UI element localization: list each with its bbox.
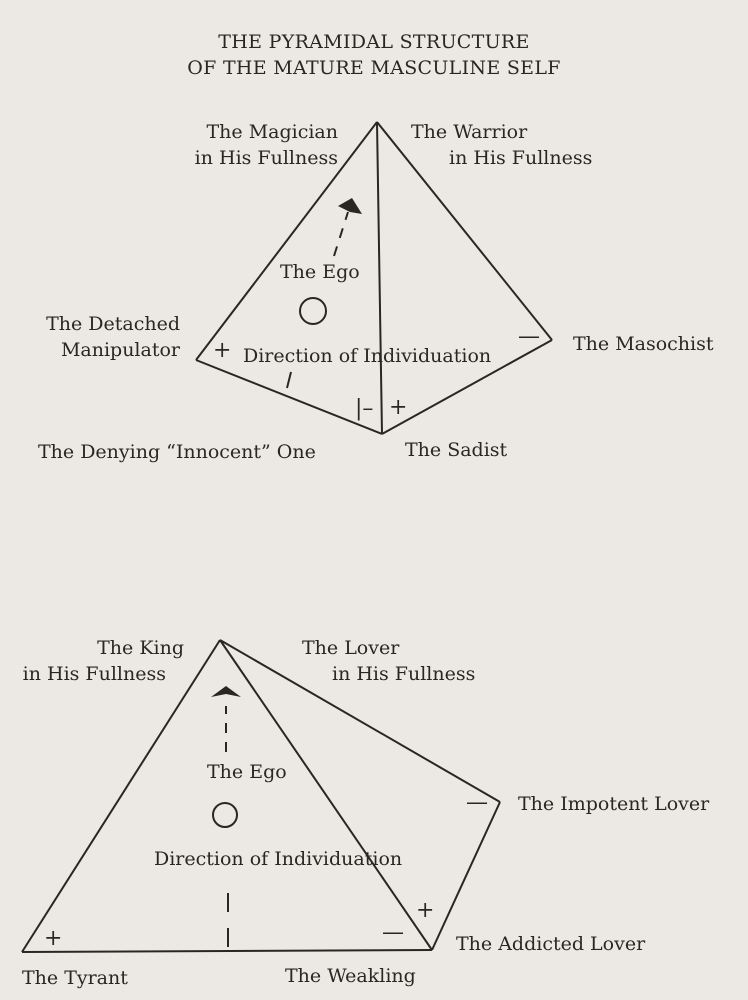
bottom-apex-left-label: The King in His Fullness bbox=[22, 637, 184, 685]
bottom-bottom-right-label: The Addicted Lover bbox=[456, 933, 646, 955]
top-apex-right-label: The Warrior in His Fullness bbox=[411, 121, 593, 169]
bottom-ego-label: The Ego bbox=[207, 761, 287, 783]
bottom-direction-label: Direction of Individuation bbox=[154, 848, 403, 870]
top-individuation-tick bbox=[286, 371, 292, 389]
top-edge-right-bottom bbox=[381, 339, 553, 435]
top-ego-circle bbox=[299, 297, 327, 325]
top-ego-dashed-arrow bbox=[333, 211, 349, 257]
top-edge-left-bottom bbox=[195, 359, 383, 435]
top-right-minus-sign: — bbox=[518, 324, 540, 349]
bottom-right-plus-sign: + bbox=[416, 898, 435, 923]
bottom-right-corner-label: The Impotent Lover bbox=[518, 793, 710, 815]
bottom-edge-apex-right bbox=[219, 639, 501, 803]
bottom-edge-apex-left bbox=[21, 639, 221, 953]
bottom-edge-right-bottom bbox=[431, 801, 501, 951]
bottom-left-plus-sign: + bbox=[44, 926, 63, 951]
top-arrowhead-icon bbox=[338, 198, 362, 214]
title-line-2: OF THE MATURE MASCULINE SELF bbox=[187, 56, 561, 79]
top-left-corner-label: The Detached Manipulator bbox=[46, 313, 180, 361]
bottom-bottom-mid-label: The Weakling bbox=[285, 965, 416, 987]
top-edge-apex-center bbox=[376, 121, 383, 435]
bottom-apex-right-label: The Lover in His Fullness bbox=[302, 637, 476, 685]
bottom-bottom-left-label: The Tyrant bbox=[22, 967, 128, 989]
top-left-plus-sign: + bbox=[213, 338, 232, 363]
top-bottom-minus-sign: |– bbox=[355, 396, 374, 421]
bottom-pyramid-outline bbox=[21, 639, 501, 953]
diagram-title: THE PYRAMIDAL STRUCTURE OF THE MATURE MA… bbox=[0, 30, 748, 81]
title-line-1: THE PYRAMIDAL STRUCTURE bbox=[218, 31, 530, 53]
bottom-edge-apex-center bbox=[219, 639, 433, 951]
top-apex-left-label: The Magician in His Fullness bbox=[194, 121, 338, 169]
top-edge-apex-left bbox=[195, 121, 378, 361]
top-ego-label: The Ego bbox=[280, 261, 360, 283]
top-pyramid-outline bbox=[195, 121, 553, 435]
top-direction-label: Direction of Individuation bbox=[243, 345, 492, 367]
bottom-right-minus-sign: — bbox=[466, 790, 488, 815]
top-bottom-right-label: The Sadist bbox=[405, 439, 508, 461]
bottom-arrowhead-icon bbox=[211, 686, 241, 697]
bottom-ego-circle bbox=[212, 802, 238, 828]
bottom-corner-minus-sign: — bbox=[382, 920, 404, 945]
top-bottom-left-label: The Denying “Innocent” One bbox=[38, 441, 316, 463]
bottom-edge-base bbox=[21, 949, 433, 953]
top-bottom-plus-sign: + bbox=[389, 395, 408, 420]
top-right-corner-label: The Masochist bbox=[573, 333, 714, 355]
top-edge-apex-right bbox=[376, 121, 553, 341]
